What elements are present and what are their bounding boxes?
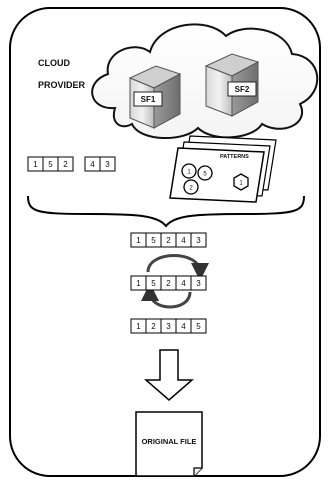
sequence-cell: 1 bbox=[136, 236, 141, 245]
sequence-cell: 5 bbox=[151, 236, 156, 245]
server-sf1-label: SF1 bbox=[141, 95, 156, 104]
sequence-cell: 4 bbox=[181, 236, 186, 245]
pattern-circle-label: 1 bbox=[187, 170, 191, 176]
sequence-cell: 5 bbox=[196, 322, 201, 331]
sequence-sorted: 1 2 3 4 5 bbox=[130, 318, 207, 334]
down-arrow-icon bbox=[143, 349, 195, 401]
server-sf2: SF2 bbox=[204, 53, 260, 117]
sequence-cell: 4 bbox=[181, 279, 186, 288]
sequence-cell: 2 bbox=[166, 236, 171, 245]
sequence-cell: 3 bbox=[166, 322, 171, 331]
original-file-label: ORIGINAL FILE bbox=[142, 437, 197, 446]
fragment-a-cell: 5 bbox=[48, 160, 53, 169]
sequence-retrieved: 1 5 2 4 3 bbox=[130, 232, 207, 248]
fragment-group-a: 1 5 2 bbox=[27, 156, 74, 172]
pattern-hexagon bbox=[233, 173, 249, 191]
server-sf2-label: SF2 bbox=[235, 85, 250, 94]
fragment-a-cell: 1 bbox=[33, 160, 38, 169]
sequence-cell: 3 bbox=[196, 236, 201, 245]
fragment-b-cell: 4 bbox=[90, 160, 95, 169]
server-sf1: SF1 bbox=[128, 65, 182, 129]
curly-brace bbox=[27, 195, 305, 228]
reorder-arrow-upper bbox=[146, 254, 209, 281]
cloud-provider-label-line1: CLOUD bbox=[38, 58, 70, 68]
reorder-arrow-lower bbox=[141, 283, 192, 309]
fragment-a-cell: 2 bbox=[63, 160, 68, 169]
pattern-circle-label: 2 bbox=[189, 186, 193, 192]
sequence-reordering: 1 5 2 4 3 bbox=[130, 254, 209, 309]
sequence-cell: 1 bbox=[136, 279, 141, 288]
fragment-group-b: 4 3 bbox=[84, 156, 116, 172]
sequence-cell: 2 bbox=[166, 279, 171, 288]
sequence-cell: 4 bbox=[181, 322, 186, 331]
sequence-cell: 5 bbox=[151, 279, 156, 288]
fragment-b-cell: 3 bbox=[105, 160, 110, 169]
patterns-card-stack: PATTERNS 1 5 2 1 bbox=[169, 135, 277, 203]
patterns-title: PATTERNS bbox=[220, 154, 249, 160]
cloud-provider-label-line2: PROVIDER bbox=[38, 80, 86, 90]
sequence-cell: 1 bbox=[136, 322, 141, 331]
sequence-cell: 2 bbox=[151, 322, 156, 331]
pattern-circle-label: 5 bbox=[203, 172, 207, 178]
sequence-cell: 3 bbox=[196, 279, 201, 288]
pattern-hexagon-label: 1 bbox=[239, 181, 243, 187]
original-file-document: ORIGINAL FILE bbox=[135, 411, 203, 477]
cloud-shape bbox=[91, 23, 319, 139]
